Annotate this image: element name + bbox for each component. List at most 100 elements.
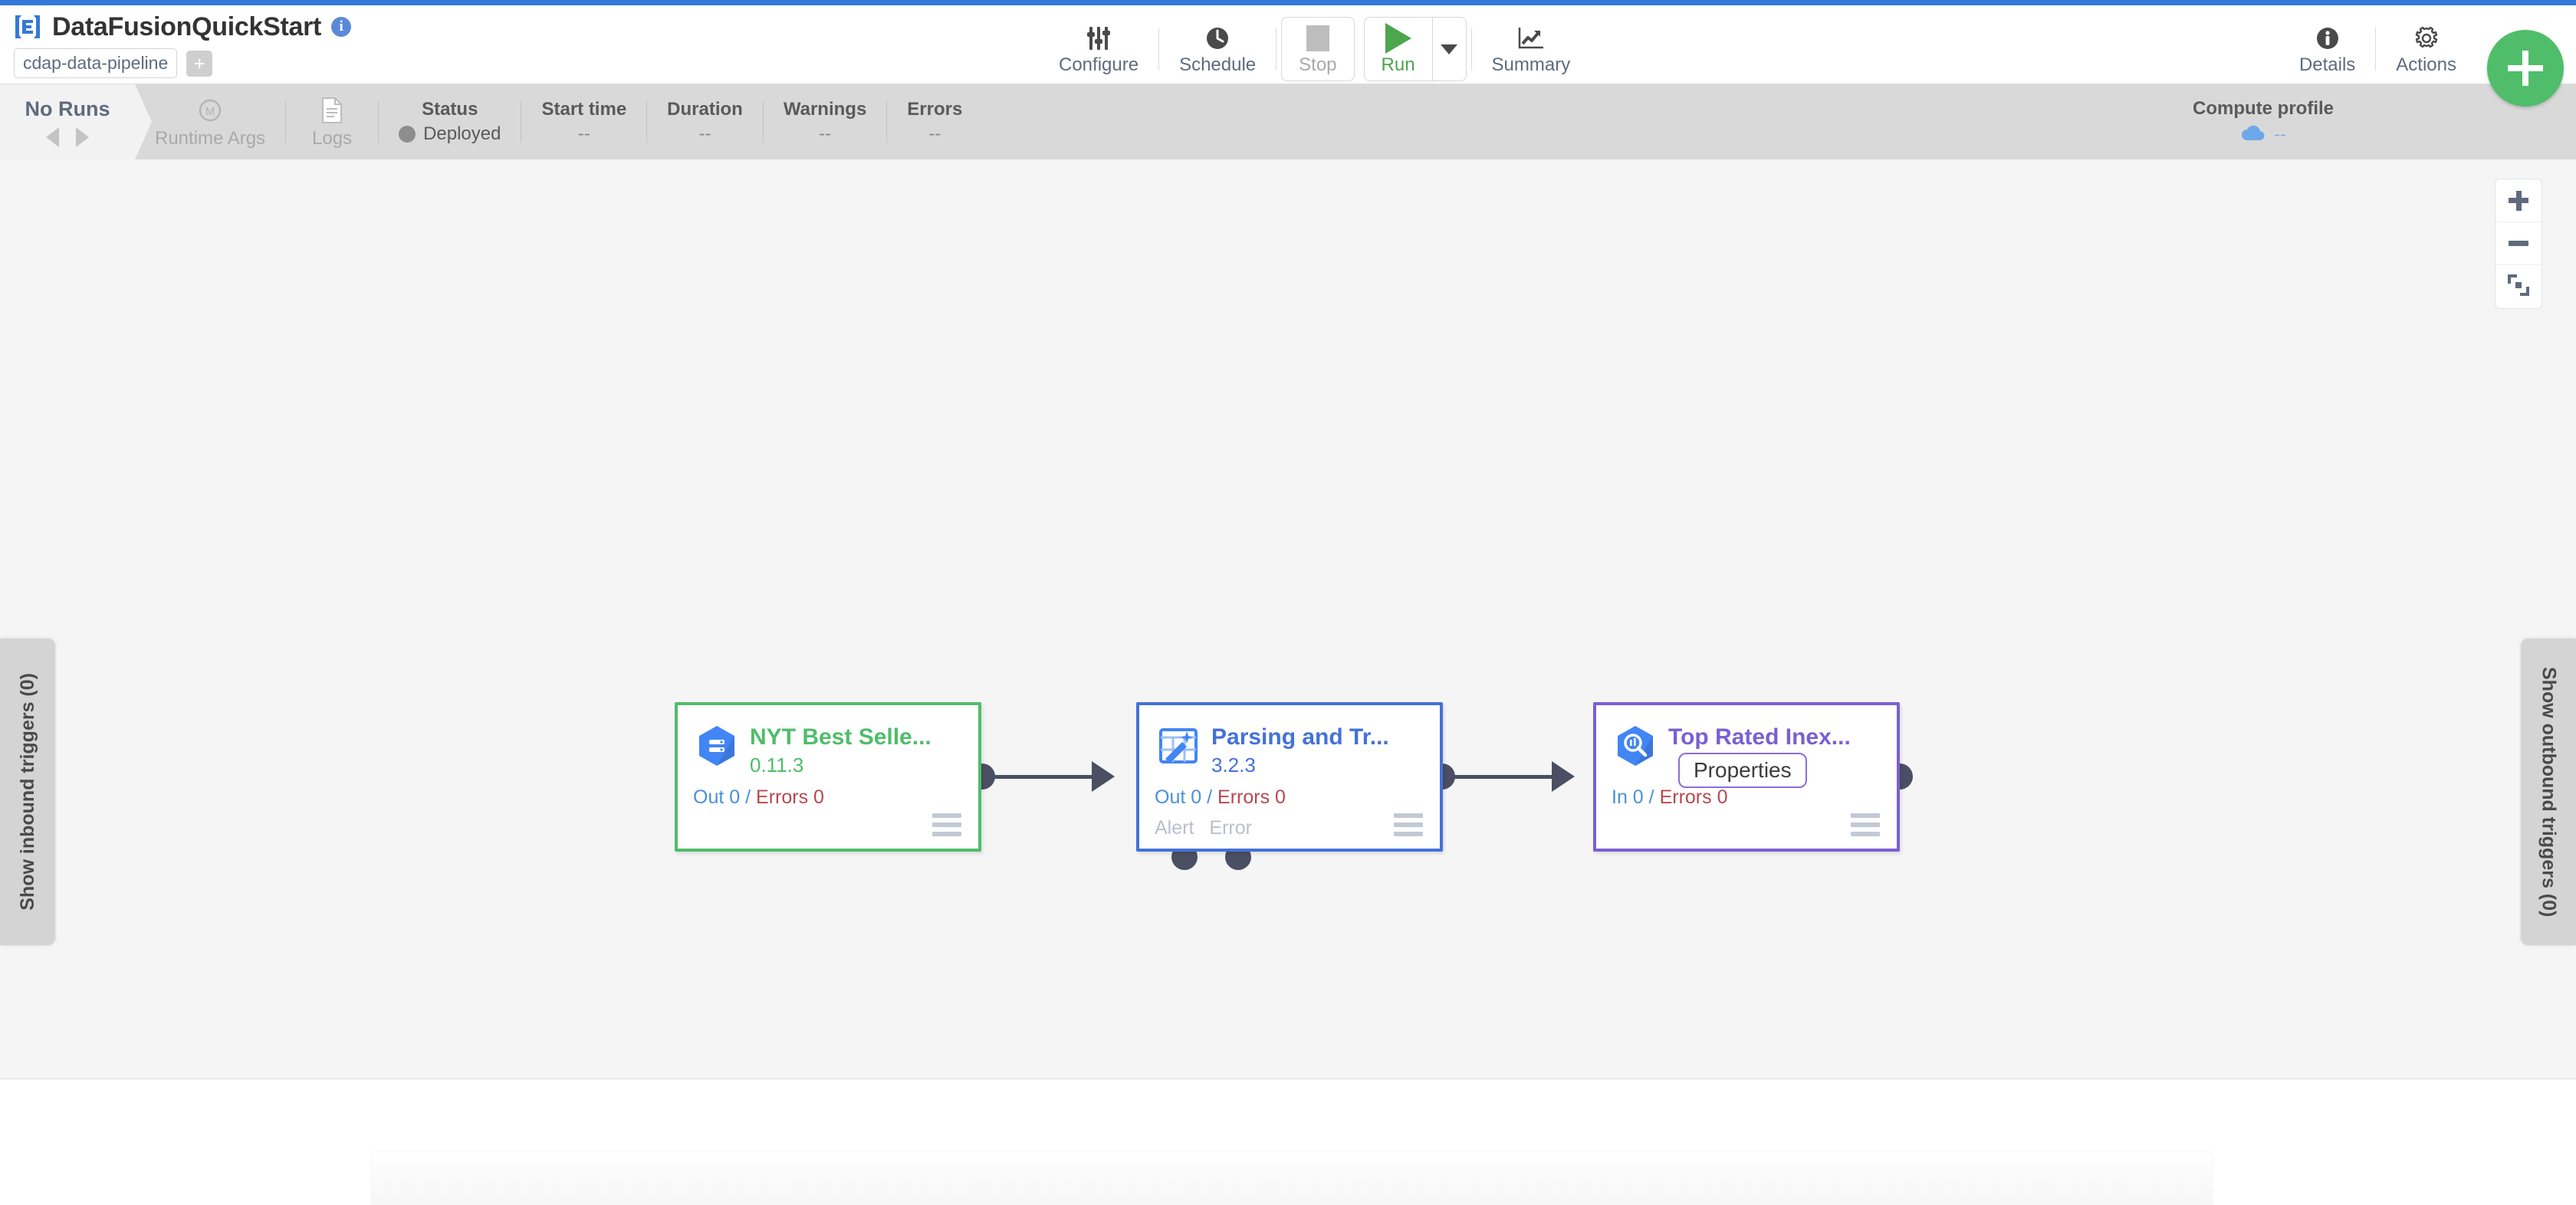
details-button[interactable]: Details (2279, 11, 2375, 87)
status-value: Deployed (423, 123, 501, 144)
top-accent-strip (0, 0, 2576, 5)
connector-line-1 (989, 775, 1095, 779)
details-label: Details (2298, 54, 2356, 75)
status-divider (886, 101, 888, 143)
runtime-args-button[interactable]: M Runtime Args (135, 84, 285, 159)
status-dot-icon (399, 126, 416, 143)
node-error-metric: Errors 0 (1217, 786, 1286, 808)
status-metric-warnings: Warnings -- (764, 84, 886, 159)
node-version: 0.11.3 (750, 753, 804, 777)
run-options-dropdown[interactable] (1431, 18, 1466, 80)
node-port-labels: Alert Error (1155, 817, 1252, 839)
wrangler-icon (1155, 722, 1202, 770)
connector-line-2 (1449, 775, 1555, 779)
runtime-args-label: Runtime Args (155, 128, 266, 149)
status-badge: Deployed (399, 123, 501, 145)
node-name: NYT Best Selle... (750, 724, 932, 750)
zoom-in-button[interactable] (2496, 179, 2542, 222)
pipeline-node-sink[interactable]: Top Rated Inex... Properties In 0 / Erro… (1593, 702, 1900, 852)
status-divider (378, 101, 380, 143)
macro-m-icon: M (197, 94, 223, 126)
node-in-metric: In 0 (1612, 786, 1644, 808)
duration-header: Duration (667, 99, 743, 120)
app-header: DataFusionQuickStart i cdap-data-pipelin… (0, 5, 2576, 107)
stop-square-icon (1306, 23, 1329, 54)
previous-run-button[interactable] (46, 126, 59, 147)
add-tag-button[interactable]: + (186, 50, 213, 77)
node-error-metric: Errors 0 (756, 786, 824, 808)
status-divider (646, 101, 648, 143)
fit-to-screen-button[interactable] (2496, 265, 2542, 308)
configure-button[interactable]: Configure (1039, 11, 1158, 87)
warnings-header: Warnings (783, 99, 867, 120)
node-error-metric: Errors 0 (1659, 786, 1728, 808)
add-plugin-fab-button[interactable] (2487, 30, 2564, 107)
metric-separator: / (745, 786, 751, 808)
status-metric-status: Status Deployed (379, 84, 521, 159)
info-icon[interactable]: i (331, 17, 352, 37)
configure-label: Configure (1059, 54, 1139, 75)
status-bar-items: M Runtime Args Logs Status (135, 84, 982, 159)
summary-button[interactable]: Summary (1472, 11, 1591, 87)
run-status-bar: No Runs M Runtime Args (0, 84, 2576, 159)
pipeline-toolbar: Configure Schedule Stop (1039, 11, 1590, 87)
bigquery-sink-icon (1612, 722, 1659, 770)
footer-area (0, 1080, 2576, 1205)
pipeline-node-source[interactable]: NYT Best Selle... 0.11.3 Out 0 / Errors … (675, 702, 981, 852)
runs-title: No Runs (25, 97, 110, 120)
page-title: DataFusionQuickStart (52, 11, 322, 41)
connector-arrow-1 (1092, 761, 1115, 792)
node-name: Parsing and Tr... (1211, 724, 1389, 750)
header-right-actions: Details Actions (2279, 11, 2476, 87)
actions-button[interactable]: Actions (2376, 11, 2476, 87)
show-inbound-triggers-panel[interactable]: Show inbound triggers (0) (0, 639, 55, 945)
start-time-header: Start time (541, 99, 627, 120)
node-out-metric: Out 0 (693, 786, 741, 808)
cloud-icon (2240, 125, 2266, 146)
logs-label: Logs (312, 128, 353, 149)
fit-to-screen-icon (2507, 274, 2530, 300)
run-button-group: Run (1363, 17, 1467, 81)
schedule-label: Schedule (1179, 54, 1257, 75)
connector-arrow-2 (1552, 761, 1575, 792)
hamburger-menu-icon[interactable] (1851, 813, 1880, 836)
stop-button[interactable]: Stop (1281, 17, 1355, 81)
zoom-out-button[interactable] (2496, 222, 2542, 265)
warnings-value: -- (819, 123, 832, 144)
outbound-triggers-label: Show outbound triggers (0) (2538, 666, 2560, 918)
logs-button[interactable]: Logs (286, 84, 378, 159)
pipeline-node-transform[interactable]: Parsing and Tr... 3.2.3 Out 0 / Errors 0… (1136, 702, 1443, 852)
gear-icon (2413, 23, 2440, 54)
info-circle-icon (2315, 23, 2341, 54)
run-label: Run (1381, 54, 1415, 75)
node-metrics: Out 0 / Errors 0 (1155, 786, 1286, 809)
show-outbound-triggers-panel[interactable]: Show outbound triggers (0) (2521, 639, 2576, 945)
runs-tab[interactable]: No Runs (0, 84, 152, 159)
pipeline-canvas[interactable]: NYT Best Selle... 0.11.3 Out 0 / Errors … (0, 159, 2576, 1079)
errors-value: -- (928, 123, 941, 144)
node-metrics: Out 0 / Errors 0 (693, 786, 824, 809)
node-properties-tooltip[interactable]: Properties (1678, 753, 1807, 788)
schedule-button[interactable]: Schedule (1159, 11, 1276, 87)
alert-port-label[interactable]: Alert (1155, 817, 1194, 839)
play-triangle-icon (1385, 22, 1411, 54)
canvas-zoom-controls (2495, 179, 2542, 309)
hamburger-menu-icon[interactable] (1394, 813, 1423, 836)
inbound-triggers-label: Show inbound triggers (0) (16, 673, 38, 911)
pipeline-type-badge[interactable]: cdap-data-pipeline (14, 48, 178, 78)
error-port-label[interactable]: Error (1209, 817, 1252, 839)
next-run-button[interactable] (76, 126, 89, 147)
errors-header: Errors (907, 99, 963, 120)
clock-icon (1204, 23, 1230, 54)
toolbar-divider (1158, 28, 1160, 71)
node-metrics: In 0 / Errors 0 (1612, 786, 1727, 809)
minus-icon (2509, 241, 2528, 246)
stop-label: Stop (1299, 54, 1337, 75)
toolbar-divider (2375, 28, 2377, 71)
status-metric-start-time: Start time -- (521, 84, 646, 159)
compute-profile[interactable]: Compute profile -- (2193, 84, 2334, 159)
footer-panel[interactable] (372, 1151, 2212, 1205)
hamburger-menu-icon[interactable] (932, 813, 961, 836)
run-button[interactable]: Run (1365, 18, 1432, 80)
